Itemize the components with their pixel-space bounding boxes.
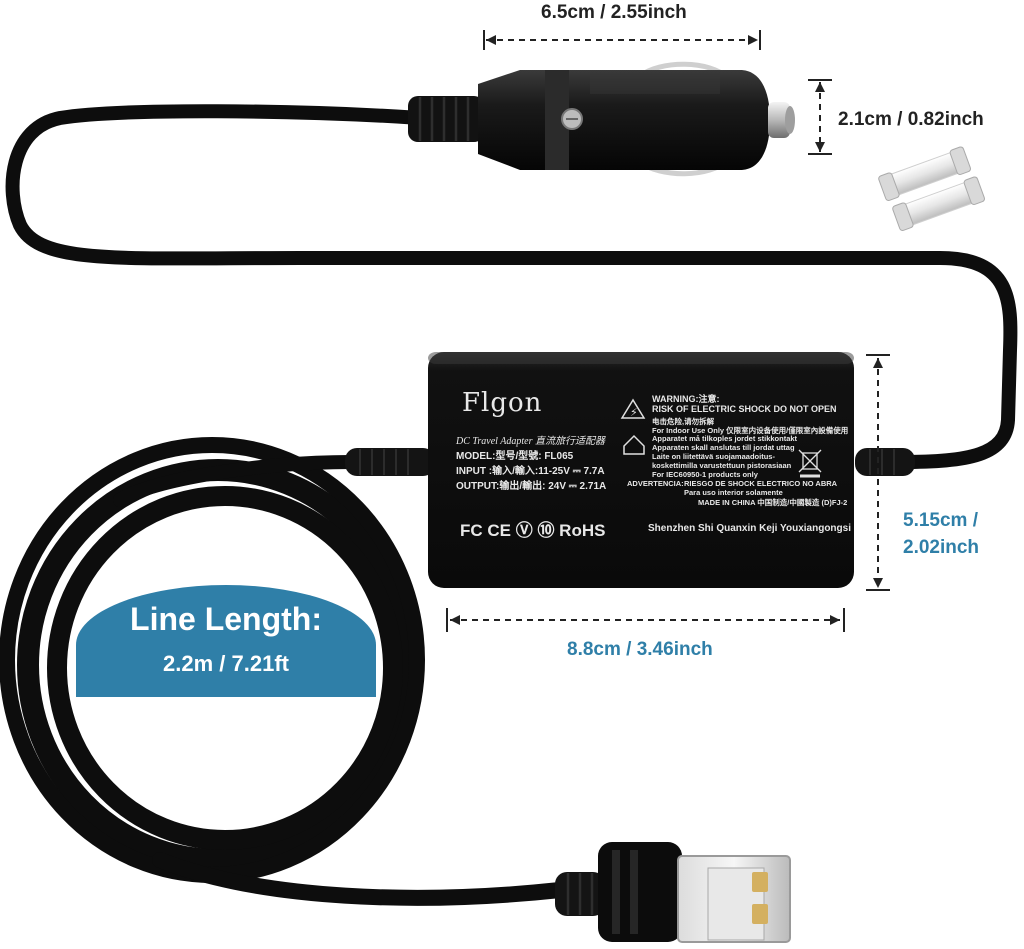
car-plug xyxy=(408,61,795,177)
indoor-line-6: For IEC60950-1 products only xyxy=(652,470,758,479)
laptop-connector xyxy=(555,842,791,943)
indoor-line-3: Apparaten skall anslutas till jordat utt… xyxy=(652,443,795,452)
manufacturer-name: Shenzhen Shi Quanxin Keji Youxiangongsi xyxy=(648,523,851,534)
certification-marks: FC CE Ⓥ ⑩ RoHS xyxy=(460,521,606,540)
adapter-output: OUTPUT:输出/輸出: 24V ⎓ 2.71A xyxy=(456,481,607,492)
indoor-line-2: Apparatet må tilkoples jordet stikkontak… xyxy=(652,434,798,443)
indoor-line-4: Laite on liitettävä suojamaadoitus- xyxy=(652,452,775,461)
svg-text:⚡: ⚡ xyxy=(630,406,638,419)
warning-line-2: 电击危险,请勿拆解 xyxy=(652,417,715,426)
weee-bin-icon xyxy=(798,449,822,478)
brand-logo: Flgon xyxy=(462,388,543,418)
line-length-value: 2.2m / 7.21ft xyxy=(163,651,289,676)
advertencia-label: ADVERTENCIA: xyxy=(627,479,684,488)
cable-coil xyxy=(0,437,568,906)
plug-diameter-label: 2.1cm / 0.82inch xyxy=(838,109,984,130)
indoor-house-icon xyxy=(623,434,645,455)
adapter-model: MODEL:型号/型號: FL065 xyxy=(456,451,574,462)
plug-length-label: 6.5cm / 2.55inch xyxy=(541,2,687,23)
indoor-line-5: koskettimilla varustettuun pistorasiaan xyxy=(652,461,792,470)
made-in-china: MADE IN CHINA 中国制造/中國製造 (D)FJ-2 xyxy=(698,498,848,507)
warning-title: WARNING:注意: xyxy=(652,394,720,404)
warning-line-1: RISK OF ELECTRIC SHOCK DO NOT OPEN xyxy=(652,404,837,414)
strain-relief-left xyxy=(345,448,435,476)
line-length-badge: Line Length: 2.2m / 7.21ft xyxy=(76,585,376,697)
advertencia-line-2: Para uso interior solamente xyxy=(684,488,783,497)
strain-relief-right xyxy=(855,448,915,476)
line-length-title: Line Length: xyxy=(130,601,322,637)
adapter-width-label: 8.8cm / 3.46inch xyxy=(567,639,713,660)
warning-triangle-icon xyxy=(620,398,646,419)
advertencia-line-1: RIESGO DE SHOCK ELECTRICO NO ABRA xyxy=(684,479,838,488)
cable-upper xyxy=(5,104,1018,469)
indoor-line-1: For Indoor Use Only 仅限室内设备使用/僅限室內設備使用 xyxy=(652,426,849,435)
adapter-input: INPUT :输入/輸入:11-25V ⎓ 7.7A xyxy=(456,466,605,477)
adapter-height-label-2: 2.02inch xyxy=(903,537,980,558)
spare-fuses xyxy=(878,146,985,231)
adapter-box xyxy=(428,352,854,588)
dimension-lines xyxy=(450,39,879,621)
adapter-type: DC Travel Adapter 直流旅行适配器 xyxy=(456,436,605,447)
adapter-height-label-1: 5.15cm / xyxy=(903,510,978,531)
